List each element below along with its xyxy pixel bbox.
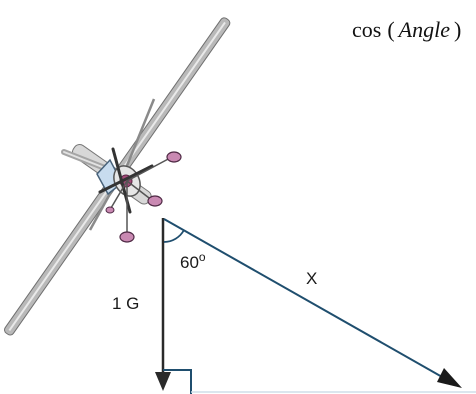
hypotenuse-label: X <box>306 269 317 288</box>
angle-arc <box>163 229 185 243</box>
vertical-arrowhead-icon <box>155 372 171 391</box>
right-angle-marker <box>163 369 192 394</box>
formula-close-paren: ) <box>454 17 461 42</box>
airplane-topview-icon <box>4 17 231 336</box>
formula-func: cos <box>352 17 381 42</box>
formula-variable: Angle <box>397 17 451 42</box>
degree-mark: o <box>199 250 206 264</box>
rotor-pod <box>166 151 182 163</box>
wing-strut <box>120 98 156 179</box>
formula-open-paren: ( <box>387 17 394 42</box>
vertical-label: 1 G <box>112 294 139 313</box>
vector-x-line <box>163 218 459 387</box>
angle-value: 60 <box>180 253 199 272</box>
rotor-pod <box>119 231 135 243</box>
propeller-blade <box>98 164 154 194</box>
vector-x-arrowhead-icon <box>437 368 462 388</box>
rotor-pod <box>147 195 163 207</box>
formula: cos ( Angle ) <box>352 17 461 42</box>
angle-label: 60o <box>180 250 206 272</box>
